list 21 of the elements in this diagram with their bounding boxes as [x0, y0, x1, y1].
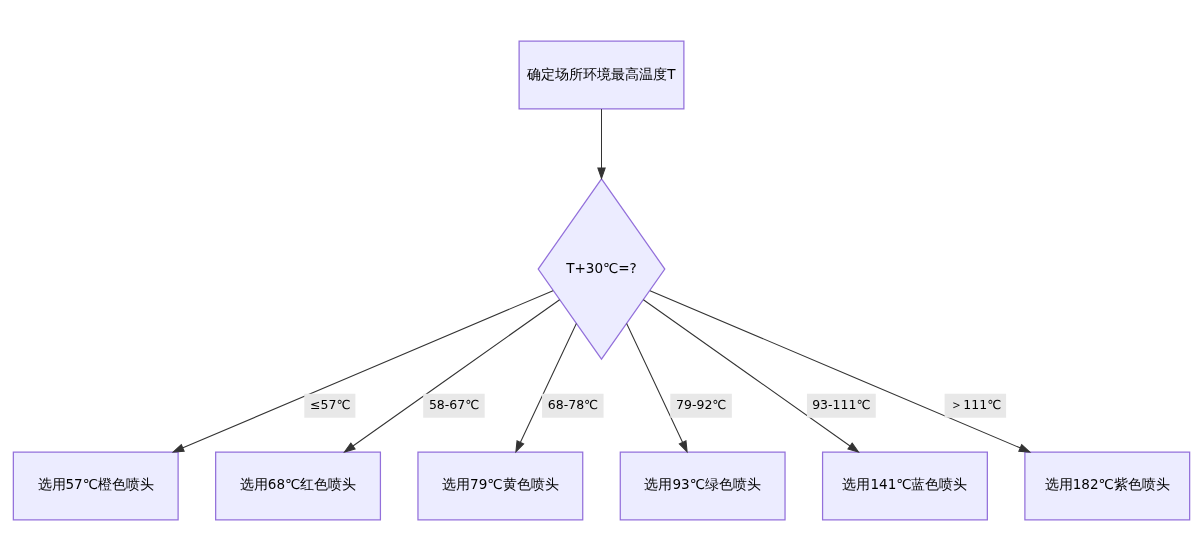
- edge-label: 58-67℃: [428, 396, 480, 412]
- node-box: 选用93℃绿色喷头: [619, 450, 786, 520]
- node-box: 选用182℃紫色喷头: [1024, 450, 1191, 520]
- arrow: [597, 108, 606, 180]
- edge-label: 68-78℃: [547, 396, 599, 412]
- node-box: 确定场所环境最高温度T: [518, 40, 685, 110]
- node-box: 选用141℃蓝色喷头: [821, 450, 988, 520]
- edge-label: 93-111℃: [812, 396, 871, 412]
- arrow: [642, 298, 860, 453]
- node-box: 选用57℃橙色喷头: [12, 450, 179, 520]
- edge-label: 79-92℃: [676, 396, 727, 412]
- edge-label: ≤57℃: [310, 396, 351, 412]
- node-box: 选用79℃黄色喷头: [417, 450, 584, 520]
- arrow: [626, 322, 688, 453]
- node-box: 选用68℃红色喷头: [215, 450, 382, 520]
- edge-label: ＞111℃: [950, 396, 1002, 412]
- node-diamond: T+30℃=?: [537, 177, 666, 360]
- arrow: [171, 289, 554, 453]
- arrow: [343, 298, 561, 453]
- arrow: [515, 322, 577, 453]
- arrow: [649, 289, 1032, 453]
